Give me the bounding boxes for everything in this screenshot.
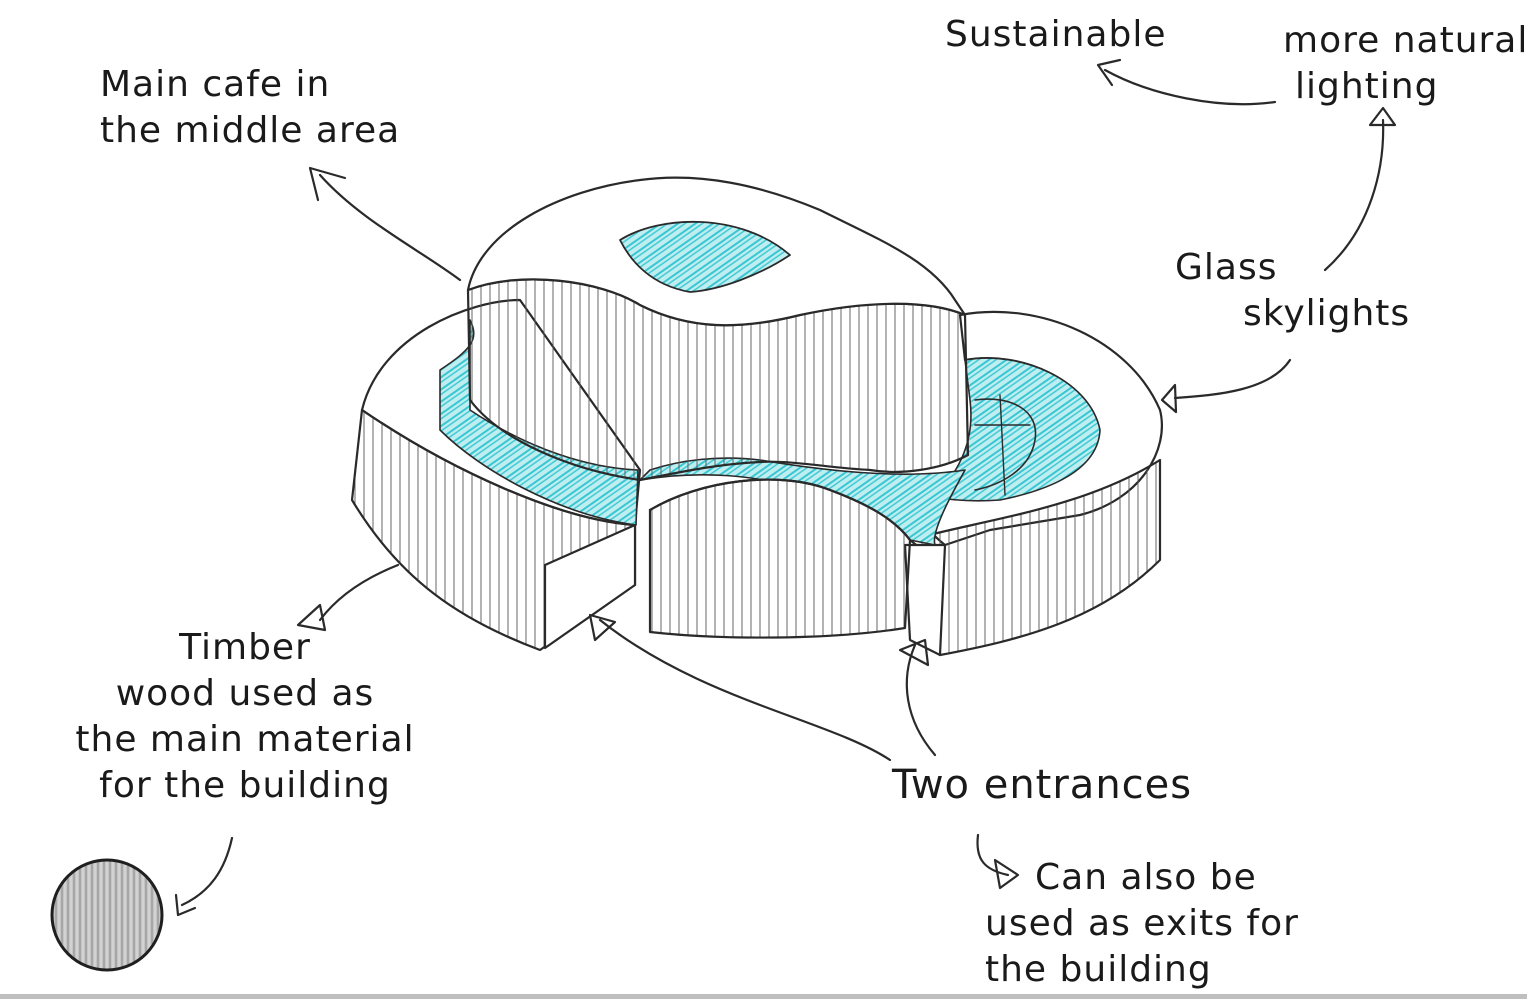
bottom-border: [0, 994, 1527, 999]
note-line: more natural: [1283, 18, 1527, 64]
note-line: Main cafe in: [100, 62, 400, 108]
timber-texture-swatch-icon: [52, 860, 162, 970]
note-main-cafe: Main cafe in the middle area: [100, 62, 400, 154]
note-glass-skylights: Glass skylights: [1175, 245, 1410, 337]
note-line: wood used as: [55, 671, 435, 717]
note-line: for the building: [55, 763, 435, 809]
note-line: lighting: [1295, 64, 1527, 110]
arrow-sustainable: [1105, 70, 1275, 104]
note-natural-lighting: more natural lighting: [1283, 18, 1527, 110]
note-line: the building: [985, 947, 1299, 993]
note-line: Two entrances: [892, 762, 1192, 808]
note-timber-wood: Timber wood used as the main material fo…: [55, 625, 435, 809]
arrow-cafe: [320, 175, 460, 280]
note-line: Can also be: [1035, 855, 1299, 901]
note-line: used as exits for: [985, 901, 1299, 947]
note-line: skylights: [1243, 291, 1410, 337]
note-two-entrances: Two entrances: [892, 762, 1192, 808]
note-line: the middle area: [100, 108, 400, 154]
note-exits: Can also be used as exits for the buildi…: [985, 855, 1299, 993]
note-line: the main material: [55, 717, 435, 763]
note-line: Glass: [1175, 245, 1410, 291]
note-sustainable: Sustainable: [945, 12, 1166, 58]
arrow-entrance-left: [600, 620, 890, 760]
note-line: Sustainable: [945, 12, 1166, 58]
arrow-timber: [320, 565, 398, 620]
note-line: Timber: [55, 625, 435, 671]
arrow-skylights: [1175, 360, 1290, 398]
arrow-swatch: [182, 838, 232, 905]
